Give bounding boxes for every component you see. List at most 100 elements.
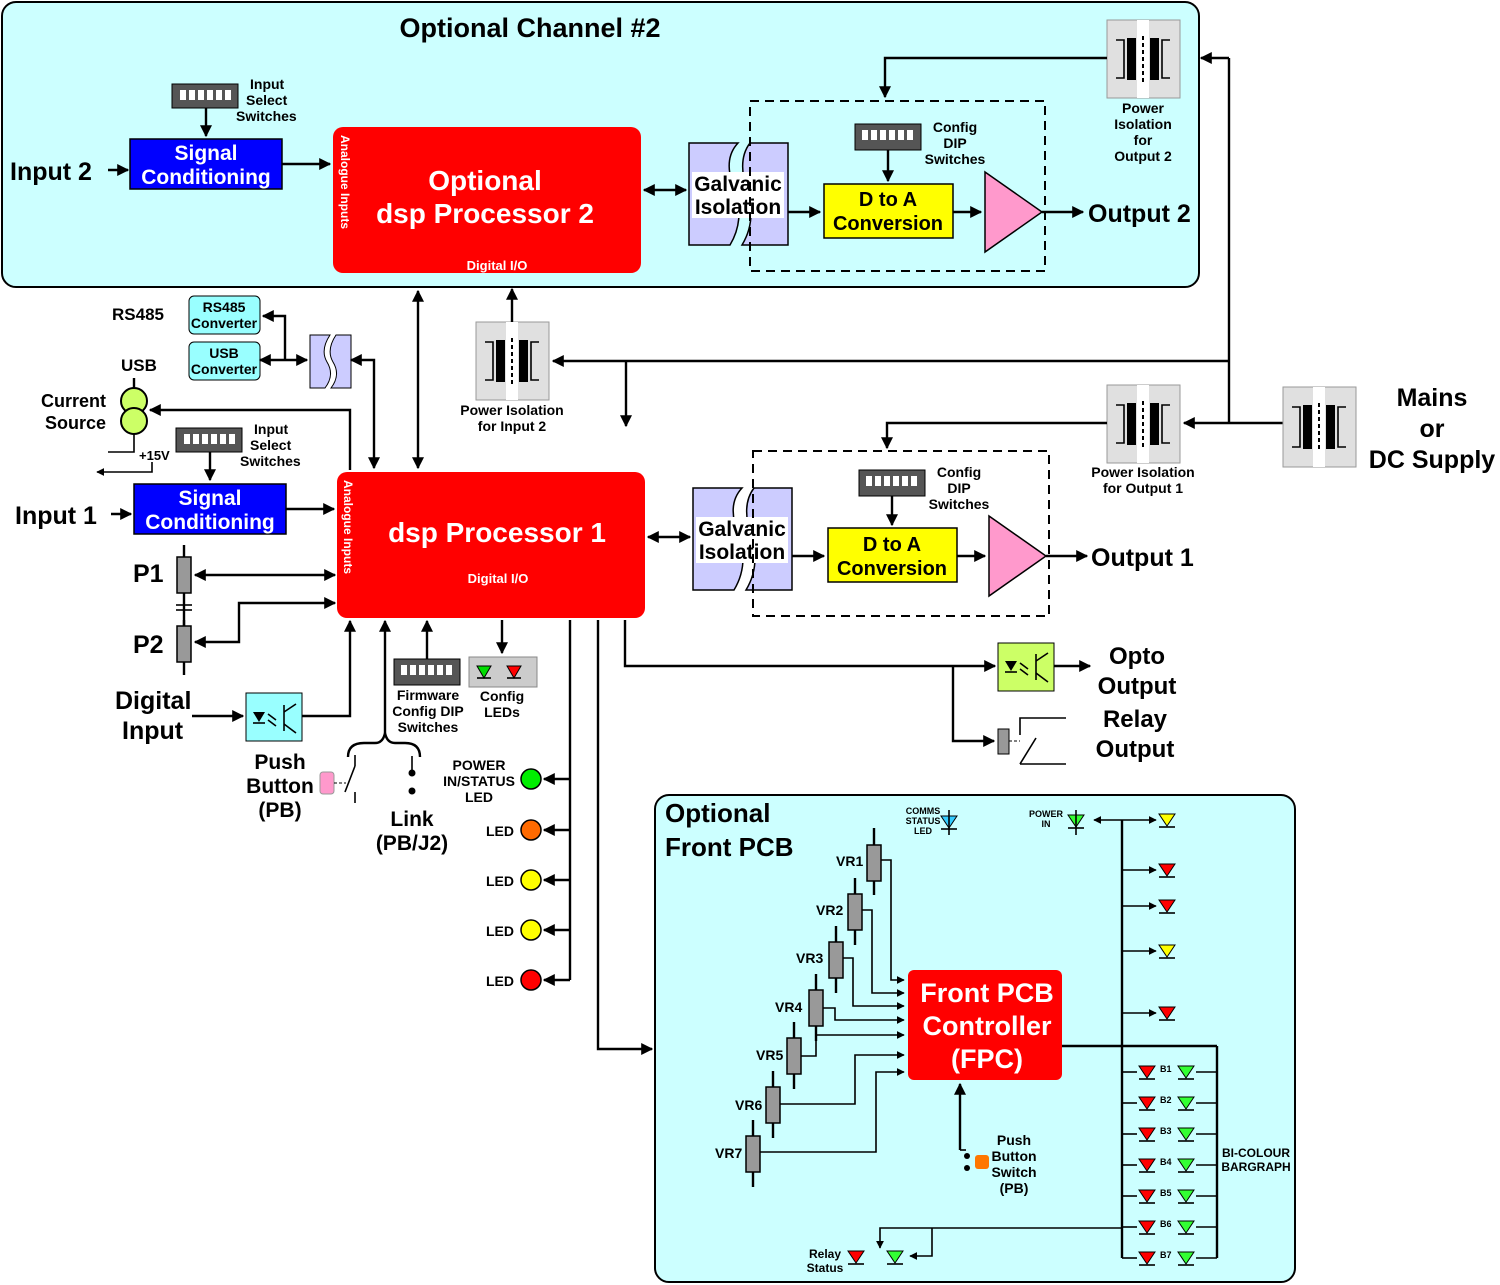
bar-b3: B3 <box>1160 1126 1172 1136</box>
firmware-dip-l1: Firmware <box>397 687 459 703</box>
piout2-l3: for <box>1134 132 1153 148</box>
opto-output-l2: Output <box>1098 673 1177 700</box>
relay-output-l2: Output <box>1096 736 1175 763</box>
plus15v-label: +15V <box>139 448 170 463</box>
output1-label: Output 1 <box>1091 544 1194 572</box>
config-dip1-l1: Config <box>937 464 981 480</box>
comms-isolation-icon <box>309 334 352 389</box>
bargraph-leds <box>1122 1065 1217 1266</box>
bar-b4: B4 <box>1160 1157 1172 1167</box>
dsp-processor-1 <box>337 472 645 618</box>
comms-led-l3: LED <box>914 826 933 836</box>
input-select-switches-1 <box>175 427 243 453</box>
sc1-line1: Signal <box>178 487 241 510</box>
fpc-pb-l2: Button <box>991 1148 1036 1164</box>
vr4-label: VR4 <box>775 999 802 1015</box>
firmware-config-dip-icon <box>393 658 461 686</box>
piout2-l2: Isolation <box>1114 116 1172 132</box>
input2-label: Input 2 <box>10 158 92 186</box>
dsp1-label: dsp Processor 1 <box>388 517 606 548</box>
dac1-line2: Conversion <box>837 558 947 580</box>
power-status-led-l3: LED <box>465 789 493 805</box>
galvanic2-line1: Galvanic <box>694 173 782 196</box>
dac-1 <box>827 527 958 583</box>
vr-wires <box>760 859 905 1153</box>
dac2-line2: Conversion <box>833 213 943 235</box>
amplifier-2 <box>984 170 1044 254</box>
link-l1: Link <box>390 808 433 831</box>
dsp2-line2: dsp Processor 2 <box>376 198 594 229</box>
opto-output-l1: Opto <box>1109 643 1165 670</box>
power-status-led-l2: IN/STATUS <box>443 773 515 789</box>
fpc-pb-l4: (PB) <box>1000 1180 1029 1196</box>
relay-status-l2: Status <box>807 1261 844 1275</box>
sc1-line2: Conditioning <box>145 511 274 534</box>
dac1-dashed-group <box>752 450 1050 617</box>
led-3-label: LED <box>486 923 514 939</box>
vr3-label: VR3 <box>796 950 823 966</box>
channel2-title: Optional Channel #2 <box>399 13 660 43</box>
galvanic2-line2: Isolation <box>695 196 781 219</box>
power-status-led-l1: POWER <box>453 757 506 773</box>
usb-conv-l2: Converter <box>191 361 258 377</box>
vr2-label: VR2 <box>816 902 843 918</box>
bar-b7: B7 <box>1160 1250 1172 1260</box>
bar-b6: B6 <box>1160 1219 1172 1229</box>
dac1-line1: D to A <box>863 534 921 556</box>
led-2-label: LED <box>486 873 514 889</box>
power-status-led <box>520 768 542 790</box>
p2-label: P2 <box>133 631 164 659</box>
mains-l2: or <box>1420 415 1445 443</box>
front-pcb-title-1: Optional <box>665 798 770 828</box>
relay-output-icon <box>997 717 1066 765</box>
sc2-line2: Conditioning <box>141 166 270 189</box>
firmware-dip-l3: Switches <box>398 719 459 735</box>
link-brace <box>346 732 422 758</box>
mains-l3: DC Supply <box>1369 446 1495 474</box>
opto-coupler-input-icon <box>245 692 303 742</box>
usb-conv-l1: USB <box>209 345 239 361</box>
fpc-l3: (FPC) <box>951 1044 1023 1074</box>
config-leds-l2: LEDs <box>484 704 520 720</box>
power-isolation-input2-icon <box>475 321 550 401</box>
piin2-l2: for Input 2 <box>478 418 547 434</box>
input-select-label-1a: Input <box>254 421 289 437</box>
vr5-label: VR5 <box>756 1047 783 1063</box>
fpc-l2: Controller <box>922 1011 1051 1041</box>
piin2-l1: Power Isolation <box>460 402 563 418</box>
led-2 <box>520 869 542 891</box>
push-button-l1: Push <box>254 751 305 774</box>
mains-transformer-icon <box>1282 386 1357 468</box>
input1-label: Input 1 <box>15 502 97 530</box>
dac2-line1: D to A <box>859 189 917 211</box>
led-4 <box>520 969 542 991</box>
relay-status-l1: Relay <box>809 1247 841 1261</box>
power-in-l1: POWER <box>1029 809 1064 819</box>
piout1-l1: Power Isolation <box>1091 464 1194 480</box>
rs485-converter <box>188 295 261 335</box>
dsp2-digital-io: Digital I/O <box>467 258 528 273</box>
rs485-label: RS485 <box>112 305 164 324</box>
led-4-label: LED <box>486 973 514 989</box>
config-dip-2 <box>854 123 922 151</box>
fpc-push-button-icon <box>954 1082 989 1171</box>
comms-led-l1: COMMS <box>906 806 941 816</box>
fpc-pb-l1: Push <box>997 1132 1031 1148</box>
rs485-conv-l2: Converter <box>191 315 258 331</box>
relay-output-l1: Relay <box>1103 706 1168 733</box>
vr7-label: VR7 <box>715 1145 742 1161</box>
comms-status-led-icon <box>940 810 958 835</box>
config-leds-l1: Config <box>480 688 524 704</box>
link-jumper-icon <box>408 756 416 795</box>
bar-b2: B2 <box>1160 1095 1172 1105</box>
power-isolation-output1-icon <box>1106 384 1181 464</box>
usb-label: USB <box>121 356 157 375</box>
digital-input-l1: Digital <box>115 687 191 715</box>
led-1 <box>520 819 542 841</box>
piout2-l4: Output 2 <box>1114 148 1172 164</box>
fpc-pb-l3: Switch <box>991 1164 1036 1180</box>
digital-input-l2: Input <box>122 717 184 745</box>
piout1-l2: for Output 1 <box>1103 480 1183 496</box>
config-dip1-l3: Switches <box>929 496 990 512</box>
